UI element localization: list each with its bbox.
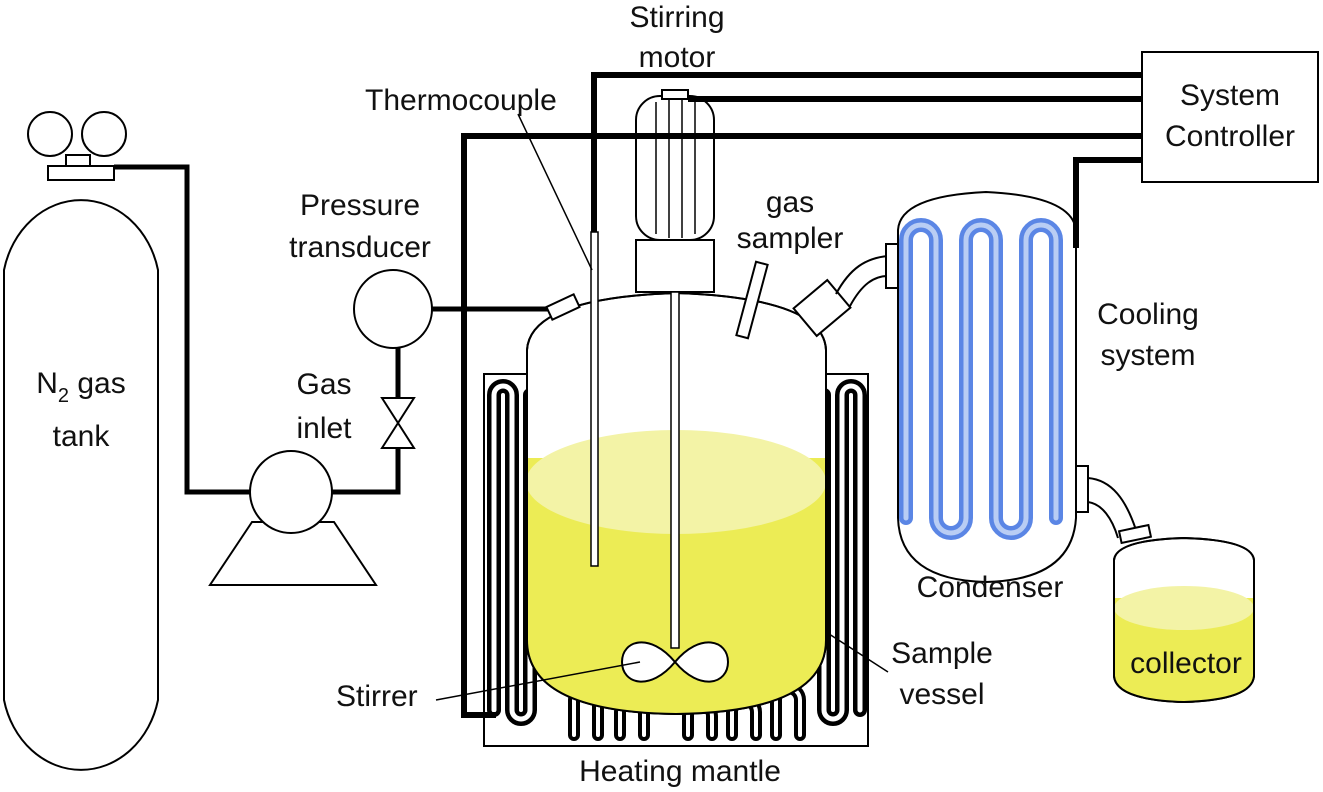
vapor-line-outer — [835, 255, 889, 295]
condenser-inlet-port — [885, 243, 899, 289]
controller-wire-condenser — [1073, 157, 1142, 248]
sample-vessel-label-line2: vessel — [899, 678, 984, 711]
tank-outlet-pipe — [114, 164, 252, 495]
vapor-line-inner — [849, 275, 889, 307]
vessel-gas-port — [545, 292, 581, 322]
stirring-motor-label-line2: motor — [639, 41, 716, 74]
system-controller-label-line2: Controller — [1165, 120, 1295, 153]
heating-coil-right-core — [821, 383, 863, 722]
sample-vessel-label-line1: Sample — [891, 637, 993, 670]
collector-liquid-surface — [1114, 586, 1254, 630]
gas-inlet-label-line1: Gas — [296, 368, 351, 401]
n2-gas-tank-label-line2: tank — [53, 420, 111, 453]
gas-sampler-label-line1: gas — [766, 186, 814, 219]
cooling-system-label-line1: Cooling — [1097, 298, 1199, 331]
motor-mount — [635, 239, 715, 293]
gas-inlet-valve — [380, 397, 416, 449]
n2-subscript: 2 — [58, 385, 69, 407]
pump-outlet-pipe — [332, 448, 401, 495]
stirring-motor-label-line1: Stirring — [629, 1, 724, 34]
condensate-line-outer — [1087, 477, 1137, 531]
stirrer-leader — [435, 661, 641, 701]
n2-suffix: gas — [69, 367, 126, 400]
stirrer-shaft — [670, 291, 680, 649]
cooling-system-label-line2: system — [1100, 339, 1195, 372]
stirrer-blades — [620, 641, 730, 683]
stirring-motor — [635, 95, 715, 241]
collector-jar-outline — [1113, 536, 1255, 704]
system-controller-label-line1: System — [1180, 79, 1280, 112]
gas-sampler — [735, 260, 769, 340]
gas-inlet-label-line2: inlet — [296, 412, 352, 445]
pump-body — [249, 450, 333, 534]
tank-body — [3, 199, 159, 771]
tank-gauge-left — [27, 111, 73, 157]
heating-mantle-label: Heating mantle — [579, 755, 781, 788]
thermocouple-leader — [517, 113, 593, 271]
heating-coil-left-core — [491, 383, 533, 722]
thermocouple-probe — [590, 231, 599, 567]
thermocouple-label: Thermocouple — [365, 84, 557, 117]
gas-sampler-label-line2: sampler — [737, 222, 844, 255]
controller-wire-heater — [461, 133, 1142, 718]
gas-pump — [208, 450, 378, 586]
n2-gas-tank-label-line1: N2 gas — [36, 367, 126, 407]
motor-cap — [661, 89, 689, 100]
collector-label: collector — [1130, 647, 1242, 680]
stirrer-label: Stirrer — [336, 680, 418, 713]
condensate-line-inner — [1087, 501, 1119, 539]
pressure-transducer — [353, 269, 433, 349]
system-controller-box — [1141, 51, 1319, 183]
sample-vessel-leader — [825, 631, 889, 673]
tank-valve-head — [47, 165, 115, 181]
pressure-transducer-label-line2: transducer — [289, 231, 431, 264]
collector-inlet — [1117, 523, 1153, 545]
controller-wire-thermocouple — [591, 72, 1142, 232]
sample-vessel-outline — [526, 291, 827, 716]
condenser-label: Condenser — [917, 571, 1064, 604]
n2-prefix: N — [36, 367, 58, 400]
cooling-coil-highlight — [903, 222, 1059, 536]
condenser-outlet-port — [1075, 465, 1089, 513]
tank-gauge-right — [81, 111, 127, 157]
pressure-transducer-label-line1: Pressure — [300, 189, 420, 222]
n2-gas-tank — [3, 111, 159, 771]
